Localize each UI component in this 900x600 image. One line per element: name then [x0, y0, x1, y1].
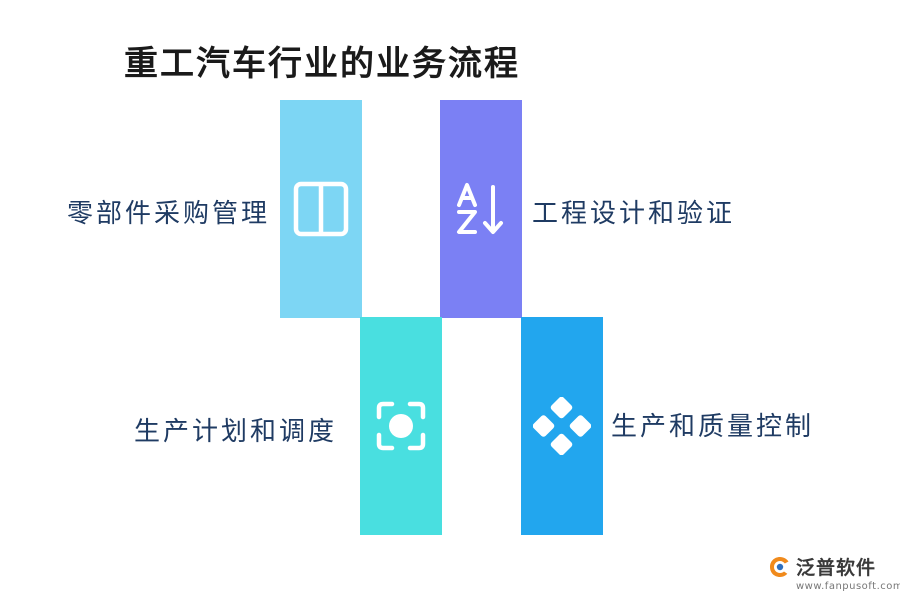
- brand-logo-icon: [770, 556, 789, 577]
- brand-logo: 泛普软件: [768, 553, 876, 580]
- columns-icon: [293, 181, 349, 237]
- step-block-quality-control: [521, 317, 603, 535]
- step-block-engineering-design: [440, 100, 522, 318]
- brand-url: www.fanpusoft.com: [796, 581, 900, 592]
- brand-name: 泛普软件: [796, 557, 877, 579]
- sort-az-icon: [457, 183, 503, 234]
- step-label-engineering-design: 工程设计和验证: [532, 199, 736, 229]
- step-block-production-planning: [360, 317, 442, 535]
- focus-icon: [376, 401, 426, 451]
- page-title: 重工汽车行业的业务流程: [124, 44, 520, 84]
- step-block-parts-procurement: [280, 100, 362, 318]
- step-label-parts-procurement: 零部件采购管理: [66, 199, 270, 229]
- step-label-quality-control: 生产和质量控制: [611, 412, 815, 442]
- step-label-production-planning: 生产计划和调度: [133, 417, 337, 447]
- diamond-grid-icon: [533, 397, 591, 455]
